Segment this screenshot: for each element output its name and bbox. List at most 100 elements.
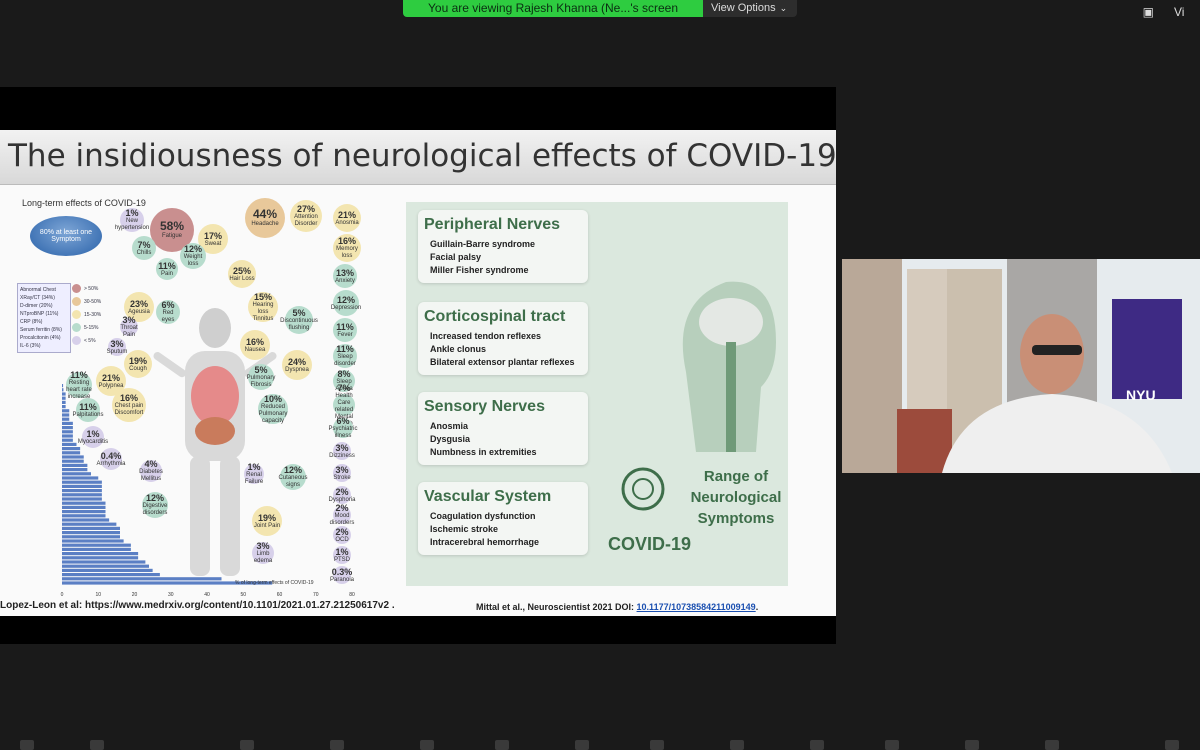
symptom-pct: 3% (122, 315, 136, 325)
speaker-video-scene (842, 259, 1200, 473)
symptom-name: Sleep Apnea (335, 379, 353, 392)
symptom-pct: 2% (335, 486, 349, 497)
symptom-bubble: 11%Palpitations (72, 398, 104, 422)
symptom-bubble: 25%Hair Loss (228, 260, 256, 288)
symptom-name: Headache (251, 221, 279, 227)
symptom-pct: 8% (337, 369, 351, 379)
legend-item: NTproBNP (11%) (20, 311, 59, 317)
symptom-bubble: 1%PTSD (333, 546, 351, 564)
view-options-button[interactable]: View Options⌄ (703, 0, 797, 17)
symptom-name: Dysphoria (328, 496, 356, 503)
scale-swatch (72, 297, 81, 307)
toolbar-button-icon[interactable] (965, 740, 979, 750)
symptom-pct: 11% (158, 260, 176, 271)
speaker-video[interactable]: NYU (842, 259, 1200, 473)
view-label-truncated[interactable]: Vi (1174, 5, 1185, 19)
symptom-bubble: 1%Myocarditis (78, 426, 108, 448)
toolbar-button-icon[interactable] (20, 740, 34, 750)
human-body-illustration (153, 308, 277, 576)
symptom-name: OCD (335, 536, 349, 543)
symptom-pct: 24% (287, 356, 306, 367)
symptom-name: Discontinuous flushing (280, 318, 318, 331)
symptom-name: Pulmonary Fibrosis (246, 375, 276, 388)
symptom-name: Anxiety (335, 277, 355, 284)
legend-item: Serum ferritin (8%) (20, 327, 62, 333)
symptom-name: Chest pain Discomfort (114, 403, 144, 416)
symptom-bubble: 27%Attention Disorder (290, 200, 322, 232)
citation-tail: . (755, 602, 759, 612)
symptom-pct: 1% (86, 428, 100, 439)
toolbar-button-icon[interactable] (650, 740, 664, 750)
symptom-pct: 5% (254, 365, 268, 375)
toolbar-button-icon[interactable] (1045, 740, 1059, 750)
scale-item: 15-30% (72, 309, 106, 322)
long-term-effects-figure: Long-term effects of COVID-19 80% at lea… (0, 188, 375, 600)
symptom-name: Attention Disorder (294, 214, 318, 227)
doi-link[interactable]: 10.1177/10738584211009149 (636, 602, 756, 612)
card-item: Dysgusia (430, 434, 471, 444)
symptom-bar (62, 405, 66, 409)
scale-swatch (72, 323, 81, 333)
symptom-bar (62, 421, 73, 425)
symptom-name: Dizziness (329, 452, 355, 459)
toolbar-button-icon[interactable] (240, 740, 254, 750)
symptom-bubble: 7%Chills (132, 236, 156, 260)
symptom-name: Hearing loss Tinnitus (252, 301, 274, 322)
toolbar-button-icon[interactable] (575, 740, 589, 750)
symptom-bar (62, 535, 120, 539)
symptom-pct: 19% (128, 355, 147, 366)
toolbar-button-icon[interactable] (495, 740, 509, 750)
toolbar-button-icon[interactable] (90, 740, 104, 750)
symptom-pct: 44% (252, 207, 278, 221)
symptom-bar (62, 526, 120, 530)
symptom-pct: 2% (335, 503, 349, 513)
toolbar-button-icon[interactable] (730, 740, 744, 750)
card-item: Intracerebral hemorrhage (430, 537, 540, 547)
slide-title: The insidiousness of neurological effect… (8, 138, 836, 174)
symptom-pct: 12% (336, 294, 355, 305)
symptom-name: Memory loss (336, 246, 358, 259)
symptom-bar (62, 426, 73, 430)
symptom-name: Resting heart rate increase (66, 379, 92, 400)
card-title: Sensory Nerves (424, 398, 545, 415)
bar-tick-label: 70 (313, 592, 319, 598)
lab-legend: Abnormal Chest XRay/CT (34%) D-dimer (20… (17, 283, 71, 353)
symptom-bubble: 13%Anxiety (333, 264, 357, 288)
toolbar-button-icon[interactable] (420, 740, 434, 750)
symptom-pct: 1% (247, 462, 261, 472)
symptom-bar (62, 510, 106, 514)
fullscreen-icon[interactable]: ▣ (1142, 5, 1154, 19)
view-options-label: View Options (711, 2, 776, 14)
card-title: Corticospinal tract (424, 308, 566, 325)
symptom-name: Nausea (244, 346, 266, 353)
symptom-name: Stroke (333, 474, 351, 481)
card-item: Numbness in extremities (430, 447, 537, 457)
citation-text: Mittal et al., Neuroscientist 2021 DOI: (476, 602, 637, 612)
toolbar-button-icon[interactable] (330, 740, 344, 750)
symptom-bubble: 11%Fever (333, 318, 357, 342)
symptom-name: Paranoia (329, 576, 355, 583)
slide-title-bar: The insidiousness of neurological effect… (0, 130, 836, 185)
symptom-pct: 1% (125, 208, 139, 218)
symptom-pct: 0.4% (100, 450, 122, 461)
figure-title: Long-term effects of COVID-19 (22, 198, 146, 208)
symptom-name: Diabetes Mellitus (139, 469, 163, 482)
symptom-bar (62, 568, 153, 572)
card-title: Vascular System (424, 488, 552, 505)
symptom-pct: 11% (336, 344, 354, 354)
symptom-bar (62, 442, 77, 446)
symptom-bubble: 10%Reduced Pulmonary capacity (258, 394, 288, 424)
card-item: Miller Fisher syndrome (430, 265, 529, 275)
symptom-pct: 3% (335, 464, 349, 475)
symptom-bar (62, 497, 102, 501)
toolbar-button-icon[interactable] (810, 740, 824, 750)
symptom-bubble: 11%Sleep disorder (333, 344, 357, 368)
symptom-bubble: 5%Pulmonary Fibrosis (246, 364, 276, 390)
symptom-bubble: 24%Dyspnea (282, 350, 312, 380)
toolbar-button-icon[interactable] (1165, 740, 1179, 750)
symptom-name: Myocarditis (77, 438, 109, 445)
symptom-pct: 10% (263, 393, 282, 404)
symptom-name: Dyspnea (285, 366, 309, 373)
toolbar-button-icon[interactable] (885, 740, 899, 750)
symptom-pct: 12% (145, 493, 164, 503)
